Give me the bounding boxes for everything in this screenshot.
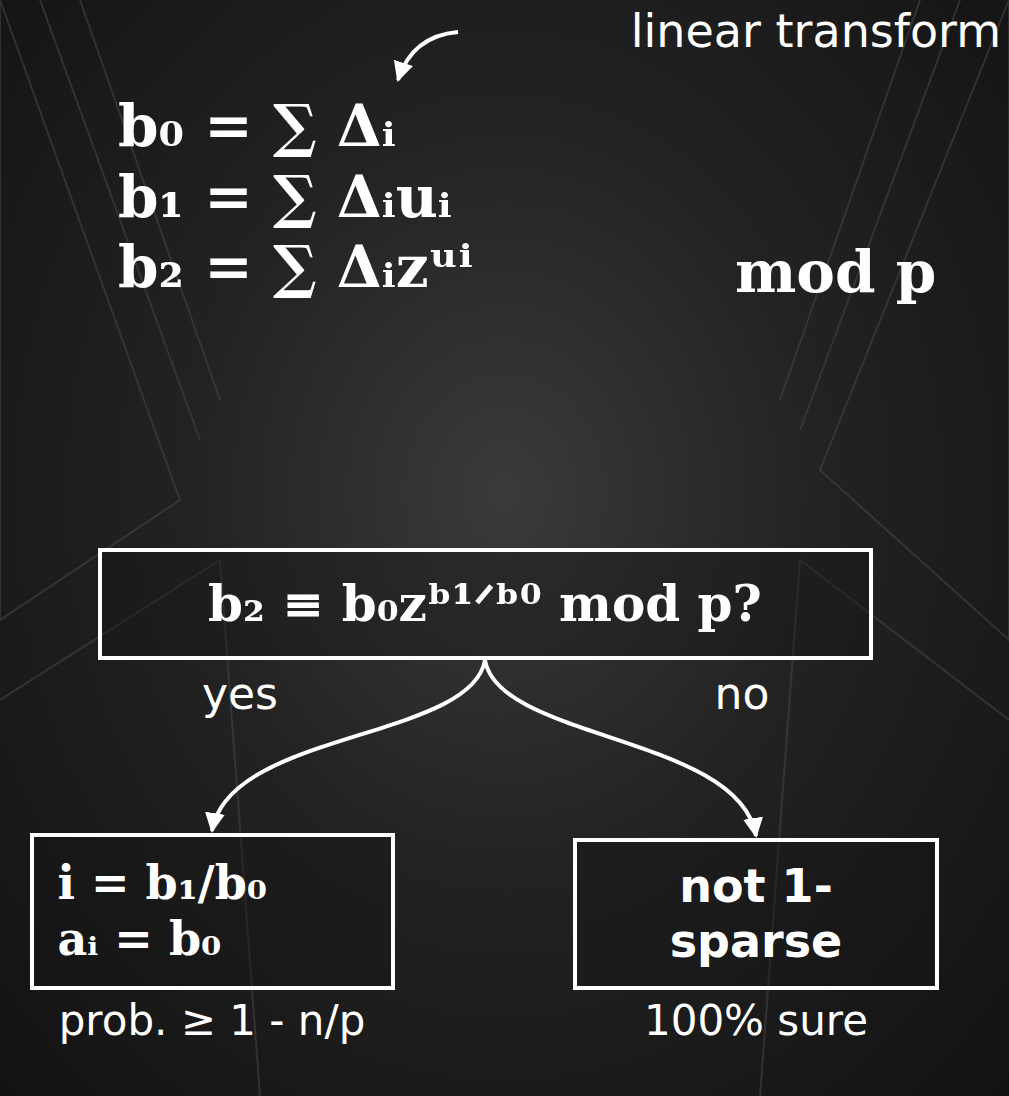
- equation: b₀ = ∑ Δᵢ: [118, 92, 396, 162]
- result-box: not 1-sparse: [573, 838, 939, 990]
- modulus: mod p: [735, 238, 936, 308]
- node-text: b₂ ≡ b₀zᵇ¹ᐟᵇ⁰ mod p?: [208, 574, 762, 634]
- certainty-note: 100% sure: [644, 996, 868, 1046]
- branch-label: yes: [202, 668, 278, 721]
- annotation: linear transform: [631, 4, 1001, 59]
- node-text: i = b₁/b₀: [58, 856, 267, 911]
- equation: b₁ = ∑ Δᵢuᵢ: [118, 163, 452, 233]
- decision-box: b₂ ≡ b₀zᵇ¹ᐟᵇ⁰ mod p?: [98, 548, 873, 660]
- branch-label: no: [715, 668, 770, 721]
- pointer-arrow: [398, 32, 458, 80]
- node-text: aᵢ = b₀: [58, 912, 222, 967]
- equation: b₂ = ∑ Δᵢzᵘⁱ: [118, 233, 473, 303]
- probability-note: prob. ≥ 1 - n/p: [59, 996, 366, 1046]
- building-right: [820, 0, 1009, 640]
- result-box: i = b₁/b₀aᵢ = b₀: [30, 833, 395, 990]
- building-lines: [40, 0, 960, 440]
- node-text: not 1-sparse: [605, 859, 907, 969]
